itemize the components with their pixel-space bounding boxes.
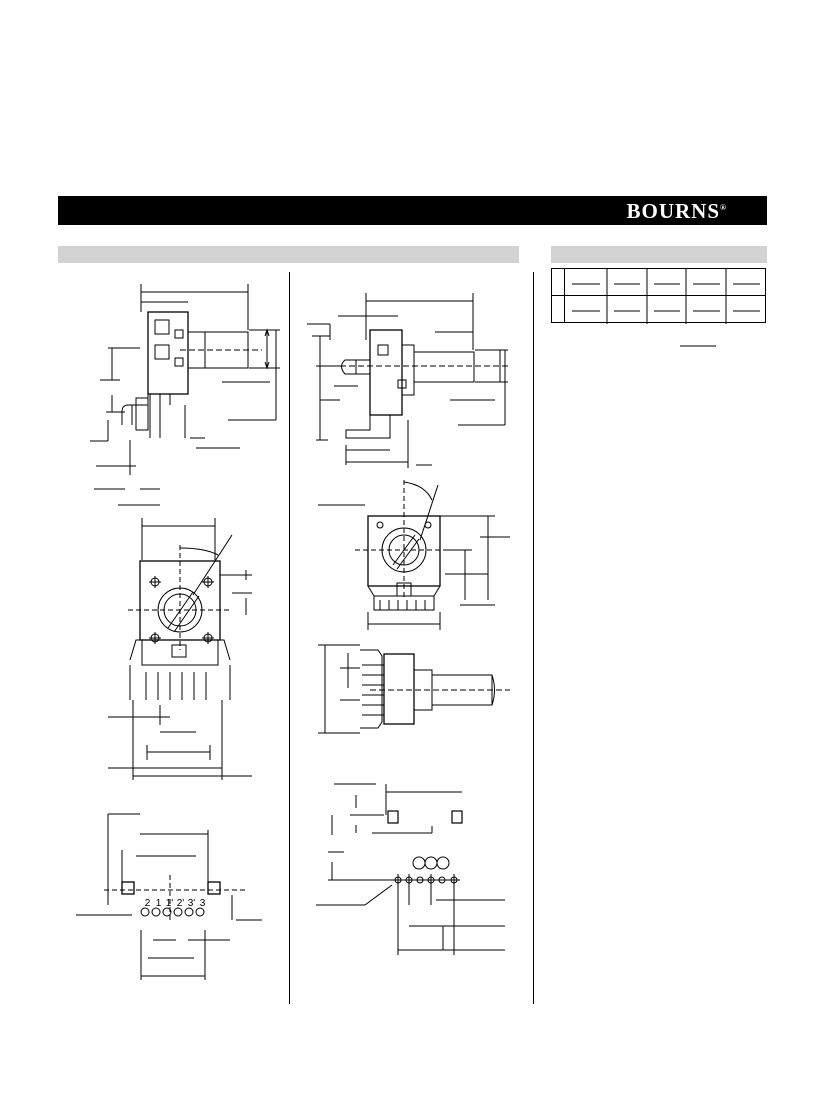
pin-label-1-prime: 1' [165,898,174,909]
dimensions-section-bar [58,246,519,263]
left-side-view [90,284,280,506]
left-front-view [108,518,252,780]
pin-label-2: 2 [144,898,151,909]
pin-label-3-prime: 3' [187,898,196,909]
specifications-section-bar [551,246,767,263]
middle-front-view [318,480,510,630]
column-divider-left [289,272,290,1004]
column-divider-right [533,272,534,1004]
middle-side-view [307,293,510,468]
middle-pcb-layout [316,783,505,955]
pin-label-1: 1 [155,898,162,909]
left-pcb-layout [76,813,262,980]
middle-bottom-view [318,644,510,734]
brand-name: BOURNS [626,199,721,223]
spec-table-cells [572,269,760,324]
pin-label-3: 3 [199,898,206,909]
bourns-logo: BOURNS® [626,199,727,224]
pin-label-2-prime: 2' [176,898,185,909]
spec-table-row-rule [552,295,765,296]
registered-mark: ® [720,203,727,212]
spec-table [551,268,766,324]
header-banner: BOURNS® [58,196,767,225]
